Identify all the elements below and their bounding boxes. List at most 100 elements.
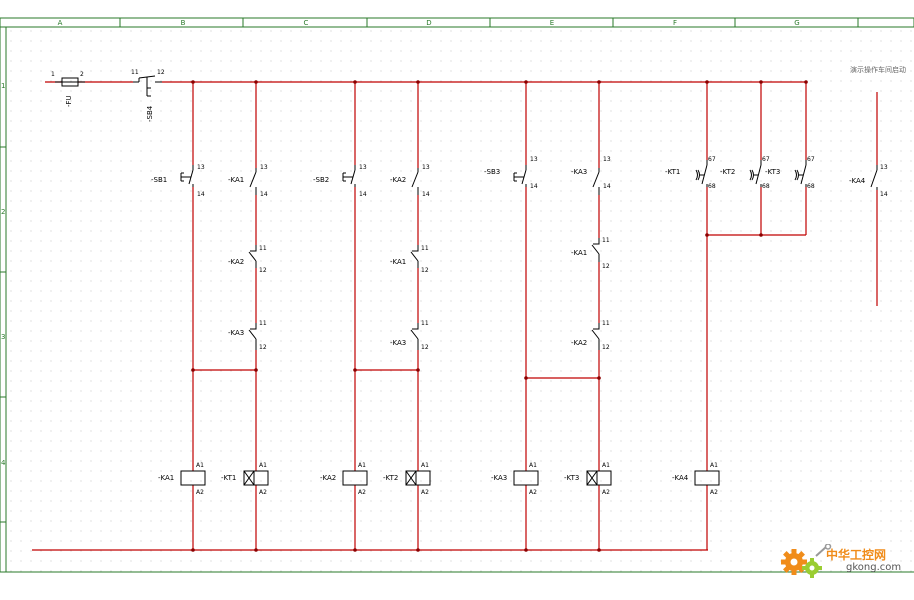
kt1-tag: -KT1 (665, 168, 680, 176)
junction-dot (524, 376, 528, 380)
junction-dot (705, 80, 709, 84)
kt1-coil-a1: A1 (259, 462, 267, 469)
nc2-pin-bot: 12 (259, 344, 267, 351)
contact-ka3-nc: 11 12 -KA3 (228, 320, 267, 351)
ka2-no-tag: -KA2 (390, 176, 406, 184)
junction-dot (416, 80, 420, 84)
nc6-tag: -KA2 (571, 339, 587, 347)
ka1-no-tag: -KA1 (228, 176, 244, 184)
row-label: 3 (1, 333, 5, 341)
nc3-tag: -KA1 (390, 258, 406, 266)
contact-ka4-no: 13 14 -KA4 (849, 164, 888, 198)
coil-ka3: A1 A2 -KA3 (491, 462, 539, 496)
ka1-coil-a2: A2 (196, 489, 204, 496)
sb1-pin-bot: 14 (197, 191, 205, 198)
ka1-coil-tag: -KA1 (158, 474, 174, 482)
contact-ka1-nc: 11 12 -KA1 (390, 245, 429, 274)
fuse-fu: 1 2 -FU (51, 71, 85, 107)
junction-dot (254, 548, 258, 552)
button-sb2: 13 14 -SB2 (313, 164, 367, 198)
coil-kt3: A1 A2 -KT3 (564, 462, 612, 496)
kt3-pin-bot: 68 (807, 183, 815, 190)
contact-ka3-no: 13 14 -KA3 (571, 156, 611, 195)
ka1-no-pin-bot: 14 (260, 191, 268, 198)
contact-ka2-no: 13 14 -KA2 (390, 164, 430, 198)
row-label: 1 (1, 82, 5, 90)
junction-dot (524, 548, 528, 552)
wrench-icon (815, 544, 832, 557)
ka4-coil-a2: A2 (710, 489, 718, 496)
column-label: A (58, 19, 63, 27)
kt3-coil-tag: -KT3 (564, 474, 579, 482)
ka1-coil-a1: A1 (196, 462, 204, 469)
contact-ka2-nc-2: 11 12 -KA2 (571, 320, 610, 351)
nc1-pin-bot: 12 (259, 267, 267, 274)
junction-dot (759, 233, 763, 237)
nc1-pin-top: 11 (259, 245, 267, 252)
nc2-tag: -KA3 (228, 329, 244, 337)
kt1-coil-tag: -KT1 (221, 474, 236, 482)
junction-dot (353, 548, 357, 552)
ka2-no-pin-bot: 14 (422, 191, 430, 198)
column-label: B (181, 19, 186, 27)
ka2-coil-tag: -KA2 (320, 474, 336, 482)
kt1-coil-a2: A2 (259, 489, 267, 496)
junction-dot (353, 80, 357, 84)
nc5-pin-top: 11 (602, 237, 610, 244)
column-label: D (426, 19, 431, 27)
note-text: 演示操作车间启动 (850, 65, 906, 74)
contact-ka2-nc: 11 12 -KA2 (228, 245, 267, 274)
watermark-cn: 中华工控网 (826, 548, 887, 562)
grid-background (6, 28, 914, 572)
junction-dot (353, 368, 357, 372)
sb1-tag: -SB1 (151, 176, 167, 184)
column-label: F (673, 19, 677, 27)
ka2-coil-a2: A2 (358, 489, 366, 496)
coil-ka1: A1 A2 -KA1 (158, 462, 206, 496)
kt2-tag: -KT2 (720, 168, 735, 176)
nc3-pin-bot: 12 (421, 267, 429, 274)
ka4-no-pin-bot: 14 (880, 191, 888, 198)
ka4-no-tag: -KA4 (849, 177, 866, 185)
junction-dot (191, 368, 195, 372)
fuse-pin1: 1 (51, 71, 55, 78)
contact-kt1: 67 68 -KT1 (665, 156, 716, 190)
ka3-coil-a2: A2 (529, 489, 537, 496)
nc3-pin-top: 11 (421, 245, 429, 252)
sb2-tag: -SB2 (313, 176, 329, 184)
ka3-coil-a1: A1 (529, 462, 537, 469)
sb1-pin-top: 13 (197, 164, 205, 171)
stop-button-sb4: 11 12 -SB4 (131, 69, 165, 122)
column-label: C (304, 19, 309, 27)
junction-dot (191, 80, 195, 84)
contact-kt2: 67 68 -KT2 (720, 156, 770, 190)
coil-ka2: A1 A2 -KA2 (320, 462, 368, 496)
kt3-coil-a2: A2 (602, 489, 610, 496)
ka3-no-pin-top: 13 (603, 156, 611, 163)
nc4-pin-top: 11 (421, 320, 429, 327)
ka4-coil-tag: -KA4 (672, 474, 689, 482)
junction-dot (597, 80, 601, 84)
junction-dot (416, 368, 420, 372)
kt2-coil-a1: A1 (421, 462, 429, 469)
nc6-pin-bot: 12 (602, 344, 610, 351)
ka3-no-pin-bot: 14 (603, 183, 611, 190)
nc5-tag: -KA1 (571, 249, 587, 257)
ka3-coil-tag: -KA3 (491, 474, 507, 482)
kt1-pin-bot: 68 (708, 183, 716, 190)
nc2-pin-top: 11 (259, 320, 267, 327)
ka2-no-pin-top: 13 (422, 164, 430, 171)
junction-dot (254, 368, 258, 372)
coil-kt2: A1 A2 -KT2 (383, 462, 431, 496)
sb3-pin-top: 13 (530, 156, 538, 163)
nc4-pin-bot: 12 (421, 344, 429, 351)
button-sb1: 13 14 -SB1 (151, 164, 205, 198)
junction-dot (597, 376, 601, 380)
kt3-coil-a1: A1 (602, 462, 610, 469)
kt2-coil-tag: -KT2 (383, 474, 398, 482)
watermark-en: gkong.com (846, 562, 902, 573)
kt1-pin-top: 67 (708, 156, 716, 163)
junction-nodes (191, 80, 808, 552)
nc1-tag: -KA2 (228, 258, 244, 266)
sb3-pin-bot: 14 (530, 183, 538, 190)
